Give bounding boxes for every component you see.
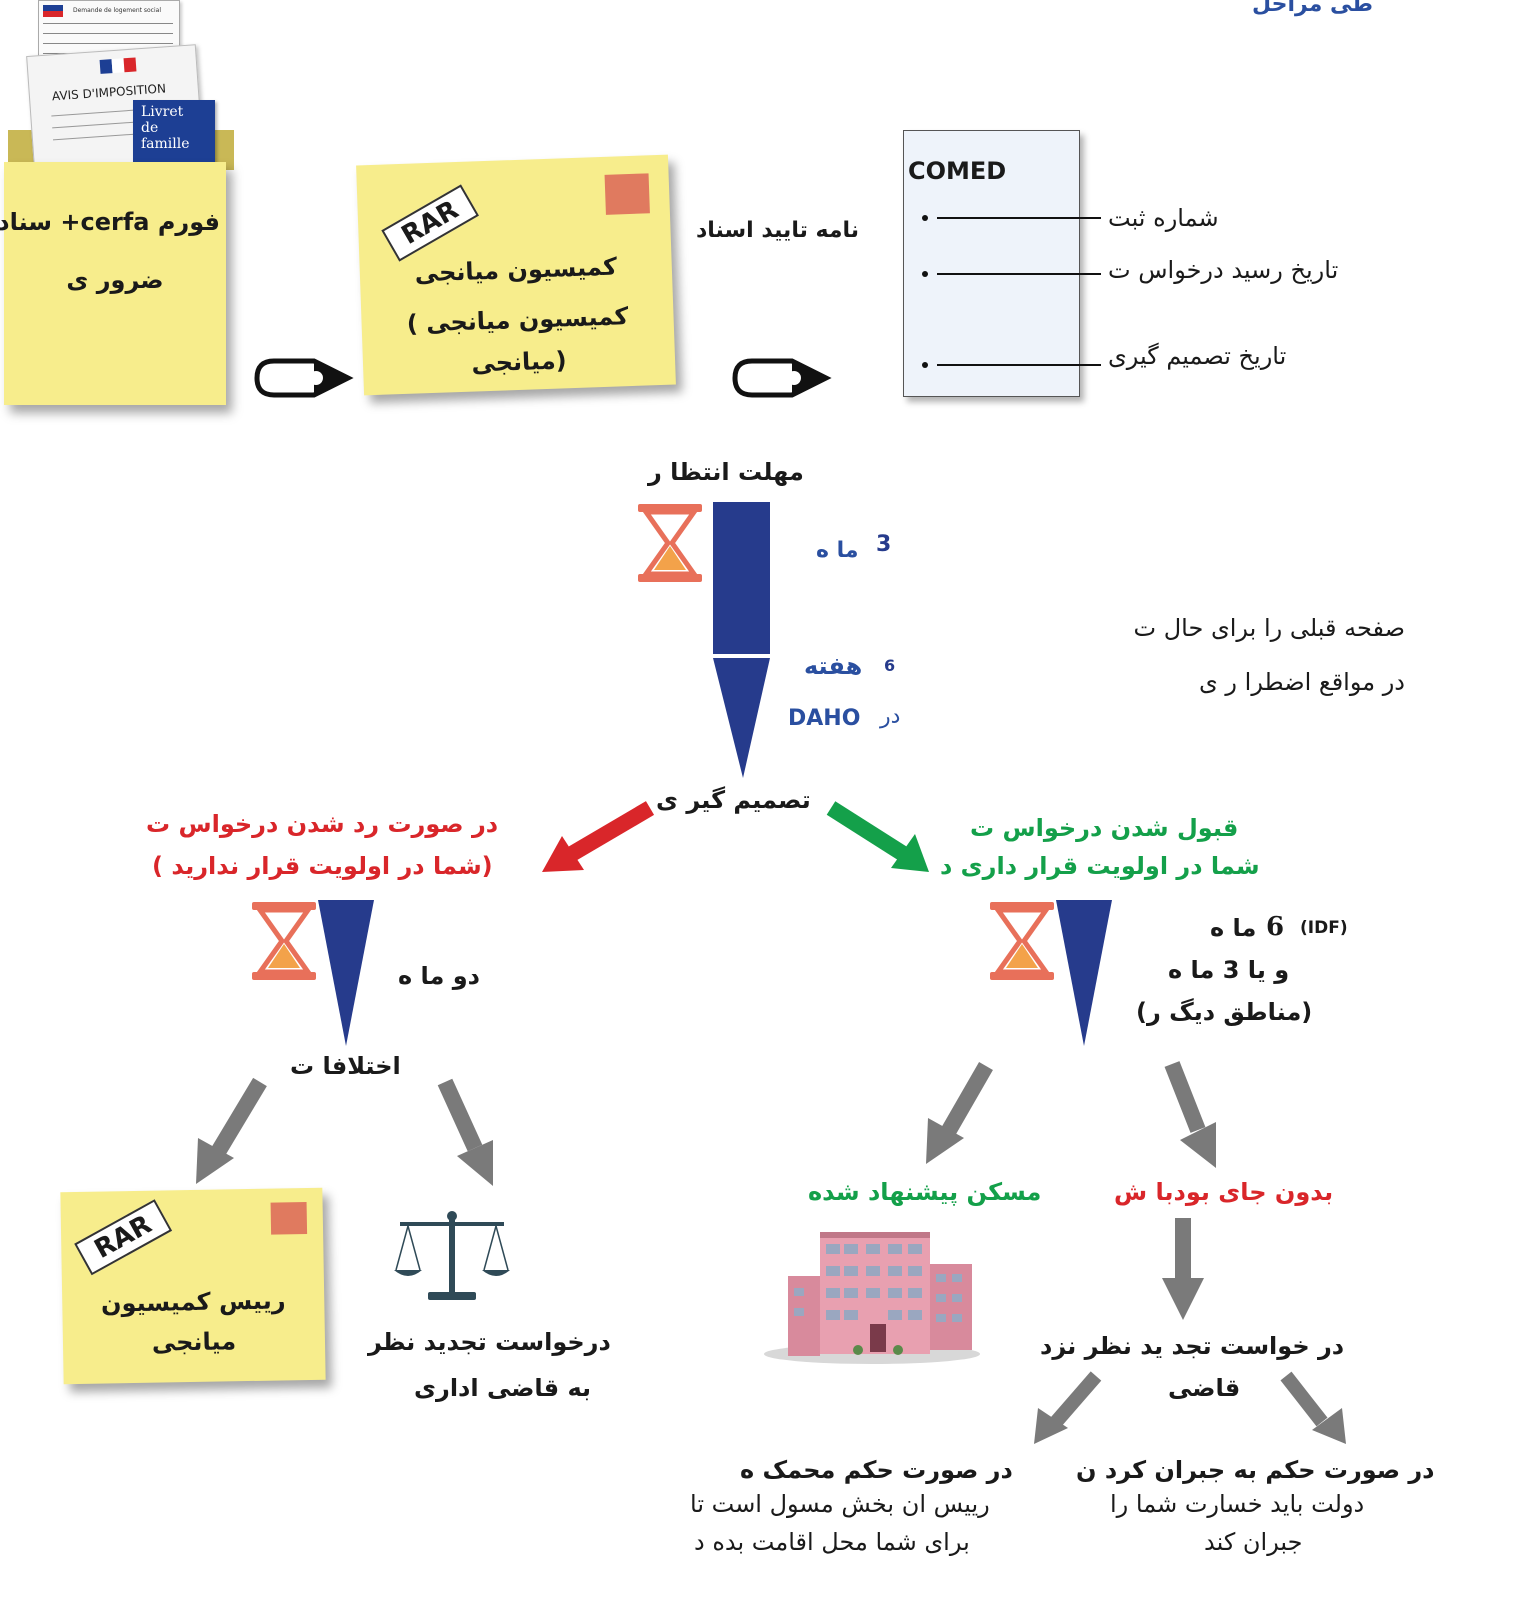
judge-appeal-line2: قاضی: [1168, 1374, 1241, 1402]
commission-line3: (میانجی: [470, 346, 568, 378]
accepted-idf: (IDF): [1300, 918, 1348, 938]
documents-illustration: Demande de logement social AVIS D'IMPOSI…: [0, 0, 240, 173]
waiting-weeks-number: 6: [884, 656, 896, 675]
commission-president-envelope: RAR رییس کمیسیون میانجی: [60, 1187, 326, 1385]
no-reply-label: بدون جای بودبا ش: [1114, 1178, 1334, 1206]
waiting-period-title: مهلت انتظا ر: [648, 458, 804, 486]
emergency-note-line1: صفحه قبلی را برای حال ت: [1133, 614, 1406, 642]
appeal-line2: به قاضی اداری: [414, 1374, 592, 1402]
livret-de-famille-icon: Livret de famille: [133, 100, 215, 165]
comed-field-registration: شماره ثبت: [1108, 204, 1219, 232]
judge-appeal-line1: در خواست تجد ید نظر نزد: [1040, 1332, 1345, 1360]
waiting-months-unit: ما ه: [816, 538, 859, 563]
compensation-line2: جبران کند: [1204, 1528, 1303, 1556]
apartment-building-icon: [764, 1232, 980, 1364]
grey-arrow-icon-order: [1034, 1371, 1102, 1444]
accepted-other-regions: (مناطق دیگ ر): [1136, 998, 1313, 1026]
president-line1: رییس کمیسیون: [100, 1286, 286, 1318]
comed-title: COMED: [908, 157, 1007, 185]
accepted-timeline-point: [1056, 900, 1112, 1046]
emergency-note-line2: در مواقع اضطرا ر ی: [1199, 668, 1405, 696]
grey-arrow-icon-housing: [926, 1062, 993, 1164]
send-arrow-icon: [254, 358, 354, 398]
rejected-timeline-point: [318, 900, 374, 1046]
livret-line-2: de: [141, 120, 159, 136]
mediation-commission-envelope: RAR کمیسیون میانجی کمیسیون میانجی ) (میا…: [356, 154, 676, 396]
grey-arrow-icon-right: [437, 1078, 493, 1186]
accepted-hourglass-icon: [990, 902, 1054, 980]
comed-leader-lines: [922, 215, 1101, 368]
livret-line-1: Livret: [141, 104, 184, 120]
waiting-months-number: 3: [876, 532, 892, 557]
grey-arrow-icon-compensation: [1280, 1371, 1346, 1444]
order-line2: برای شما محل اقامت بده د: [694, 1528, 970, 1556]
rejected-subtitle: (شما در اولویت قرار ندارید ): [152, 852, 493, 880]
compensation-title: در صورت حکم به جبران کرد ن: [1076, 1456, 1435, 1484]
form-title-text: Demande de logement social: [73, 7, 161, 14]
green-arrow-icon: [826, 801, 929, 872]
scales-of-justice-icon: [394, 1211, 510, 1300]
order-line1: رییس ان بخش مسول است تا: [690, 1490, 990, 1518]
accepted-subtitle: شما در اولویت قرار داری د: [940, 852, 1260, 880]
order-title: در صورت حکم محمک ه: [740, 1456, 1013, 1484]
housing-offered-label: مسکن پیشنهاد شده: [808, 1178, 1042, 1206]
hourglass-icon: [638, 504, 702, 582]
comed-field-receipt-date: تاریخ رسید درخواس ت: [1108, 256, 1339, 284]
confirmation-label: نامه تایید اسناد: [696, 218, 859, 243]
postage-stamp-icon-2: [270, 1202, 308, 1235]
accepted-months: ما ه: [1210, 914, 1257, 942]
waiting-weeks-unit: هفته: [804, 652, 863, 680]
rejected-duration: دو ما ه: [398, 962, 480, 990]
required-documents-line1: فورم cerfa+ سناد: [0, 208, 220, 236]
rar-label: RAR: [381, 184, 480, 262]
rejected-title: در صورت رد شدن درخواس ت: [146, 810, 499, 838]
appeal-line1: درخواست تجدید نظر: [368, 1328, 611, 1356]
waiting-timeline-point: [713, 658, 770, 778]
required-documents-line2: ضرور ی: [66, 266, 164, 294]
livret-line-3: famille: [141, 136, 190, 152]
rejected-hourglass-icon: [252, 902, 316, 980]
accepted-or-3-months: و یا 3 ما ه: [1168, 956, 1290, 984]
dispute-label: اختلافا ت: [290, 1052, 401, 1080]
president-line2: میانجی: [151, 1327, 237, 1357]
waiting-timeline-bar: [713, 502, 770, 654]
commission-line2: کمیسیون میانجی ): [406, 302, 629, 338]
accepted-six: 6: [1266, 912, 1285, 942]
page-title: طی مراحل: [1252, 0, 1373, 17]
accepted-title: قبول شدن درخواس ت: [970, 814, 1239, 842]
red-arrow-icon: [542, 801, 655, 872]
decision-label: تصمیم گیر ی: [656, 786, 811, 814]
rar-label-2: RAR: [74, 1199, 173, 1276]
grey-arrow-icon-down: [1162, 1218, 1204, 1320]
comed-card: COMED: [903, 130, 1080, 397]
comed-field-decision-date: تاریخ تصمیم گیری: [1108, 342, 1287, 370]
compensation-line1: دولت باید خسارت شما را: [1110, 1490, 1365, 1518]
grey-arrow-icon-left: [196, 1077, 267, 1184]
waiting-daho-prefix: در: [880, 704, 901, 729]
send-arrow-icon-2: [732, 358, 832, 398]
postage-stamp-icon: [604, 173, 650, 215]
grey-arrow-icon-noreply: [1164, 1061, 1216, 1168]
required-documents-note: فورم cerfa+ سناد ضرور ی: [0, 162, 226, 405]
waiting-daho: DAHO: [788, 706, 861, 731]
